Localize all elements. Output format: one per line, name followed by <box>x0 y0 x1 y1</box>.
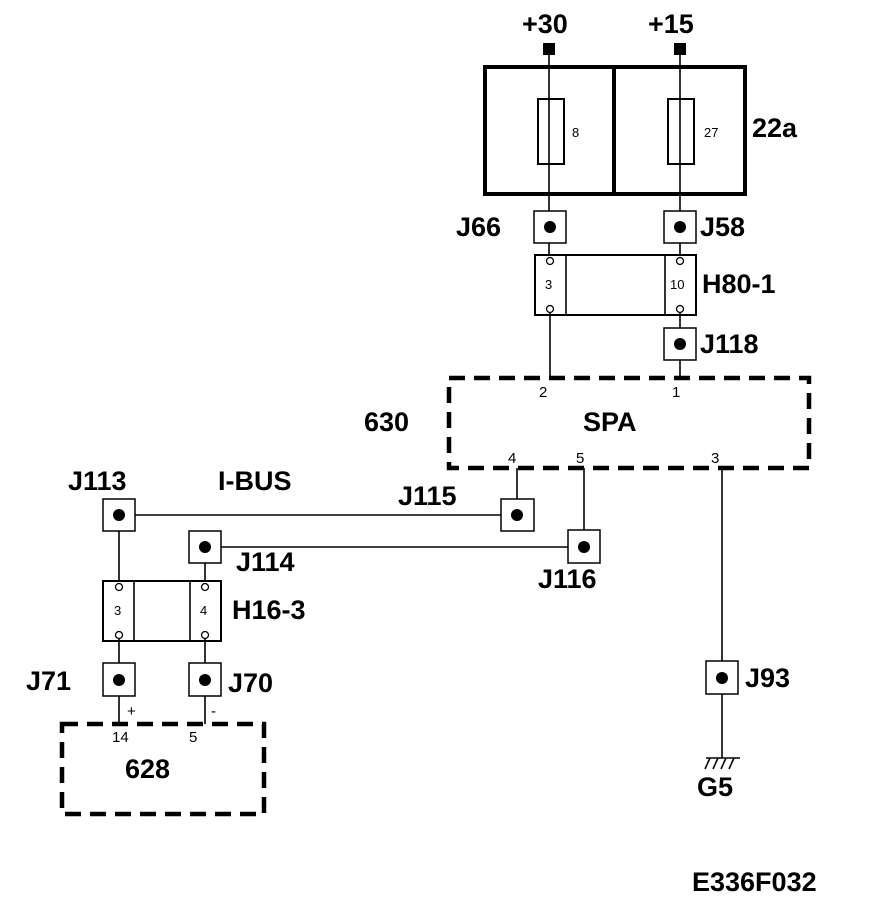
ground-hatch-3 <box>720 757 727 770</box>
connector-h80-1: 3 10 <box>534 254 697 316</box>
connector-j115-label: J115 <box>398 481 457 511</box>
connector-j70-label: J70 <box>228 668 273 698</box>
figure-code: E336F032 <box>692 867 817 897</box>
fusebox-22a: 8 27 <box>483 65 747 196</box>
connector-j71-label: J71 <box>26 666 71 696</box>
ground-hatch-2 <box>712 757 719 770</box>
connector-j114-dot <box>199 541 211 553</box>
h16-pin-3-label: 3 <box>114 603 121 618</box>
unit628-minus-label: - <box>211 703 216 720</box>
h16-pin-3-bottom <box>114 630 124 640</box>
supply-30-label: +30 <box>522 9 568 39</box>
h80-pin-3-top <box>545 256 555 266</box>
h16-pin-4-bottom <box>200 630 210 640</box>
h80-pin-10-label: 10 <box>670 277 684 292</box>
connector-j116-dot <box>578 541 590 553</box>
h80-pin-3-label: 3 <box>545 277 552 292</box>
connector-j70-dot <box>199 674 211 686</box>
spa-pin-5-label: 5 <box>576 450 584 467</box>
spa-pin-3-label: 3 <box>711 450 719 467</box>
connector-j93-label: J93 <box>745 663 790 693</box>
fuse-27-label: 27 <box>704 125 718 140</box>
h16-label: H16-3 <box>232 595 306 625</box>
connector-j114-label: J114 <box>236 547 295 577</box>
unit628-outline <box>59 721 267 817</box>
supply-15-label: +15 <box>648 9 694 39</box>
h80-body <box>534 254 697 316</box>
h80-pin-3-bottom <box>545 304 555 314</box>
connector-j71-dot <box>113 674 125 686</box>
module-spa-id: 630 <box>364 407 409 437</box>
unit628-plus-label: + <box>127 703 136 720</box>
unit628-pin-14-label: 14 <box>112 729 129 746</box>
connector-j93-dot <box>716 672 728 684</box>
connector-j113-dot <box>113 509 125 521</box>
h80-pin-10-top <box>675 256 685 266</box>
connector-h16-3: 3 4 <box>102 580 222 642</box>
module-spa-name: SPA <box>583 407 637 437</box>
fuse-8 <box>537 98 565 165</box>
h80-label: H80-1 <box>702 269 776 299</box>
spa-pin-4-label: 4 <box>508 450 516 467</box>
connector-j113-label: J113 <box>68 466 127 496</box>
ground-hatch-4 <box>728 757 735 770</box>
connector-j66-dot <box>544 221 556 233</box>
supply-15-terminal <box>674 43 686 55</box>
h16-pin-4-top <box>200 582 210 592</box>
spa-pin-1-label: 1 <box>672 384 680 401</box>
ground-label: G5 <box>697 772 733 802</box>
h16-pin-3-top <box>114 582 124 592</box>
module-spa-outline <box>446 375 812 471</box>
supply-30-terminal <box>543 43 555 55</box>
connector-j93 <box>705 660 739 695</box>
connector-j66-label: J66 <box>456 212 501 242</box>
fuse-27 <box>667 98 695 165</box>
h16-pin-4-label: 4 <box>200 603 207 618</box>
connector-j58-dot <box>674 221 686 233</box>
fuse-8-label: 8 <box>572 125 579 140</box>
h80-pin-10-bottom <box>675 304 685 314</box>
fusebox-label: 22a <box>752 113 798 143</box>
bus-label: I-BUS <box>218 466 292 496</box>
connector-j58-label: J58 <box>700 212 745 242</box>
ground-symbol-icon <box>704 757 740 770</box>
connector-j118-label: J118 <box>700 329 759 359</box>
connector-j115-dot <box>511 509 523 521</box>
h16-body <box>102 580 222 642</box>
ground-hatch-1 <box>704 757 711 770</box>
spa-pin-2-label: 2 <box>539 384 547 401</box>
unit628-id: 628 <box>125 754 170 784</box>
unit628-pin-5-label: 5 <box>189 729 197 746</box>
connector-j118-dot <box>674 338 686 350</box>
connector-j116-label: J116 <box>538 564 597 594</box>
